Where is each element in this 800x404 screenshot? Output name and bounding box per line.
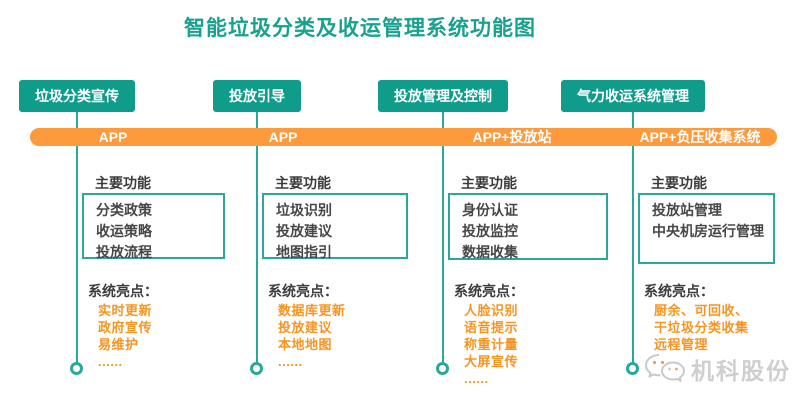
banner-segment-label: APP+投放站 [472,129,552,145]
column-header: 气力收运系统管理 [561,80,705,112]
highlight-item: 干垃圾分类收集 [654,320,749,335]
watermark: 机科股份 [644,352,791,386]
platform-banner: APP APP APP+投放站 APP+负压收集系统 [30,128,777,146]
functions-box: 垃圾识别 投放建议 地图指引 [262,193,408,260]
banner-segment-label: APP+负压收集系统 [639,129,761,145]
highlight-item: 称重计量 [464,337,519,352]
functions-label: 主要功能 [275,175,331,191]
functions-box: 身份认证 投放监控 数据收集 [448,193,608,260]
highlights-label: 系统亮点： [644,283,714,299]
banner-segment-label: APP [98,129,128,145]
highlight-item: 投放建议 [278,320,333,335]
diagram-title: 智能垃圾分类及收运管理系统功能图 [184,17,536,40]
connector-line [632,112,634,368]
line-end-dot [250,362,263,375]
function-item: 分类政策 [96,202,152,218]
connector-line [256,112,258,368]
function-item: 投放流程 [96,244,152,260]
highlight-item: 厨余、可回收、 [654,303,749,318]
highlight-item: ...... [98,354,123,369]
highlights-list: 实时更新 政府宣传 易维护 ...... [98,302,152,370]
functions-label: 主要功能 [651,175,707,191]
connector-line [76,112,78,368]
wechat-icon [645,354,685,382]
function-item: 收运策略 [96,223,152,239]
highlight-item: 本地地图 [278,337,333,352]
column-header: 投放引导 [213,80,301,112]
column-header: 投放管理及控制 [378,80,508,112]
highlight-item: 大屏宣传 [464,354,519,369]
highlights-label: 系统亮点： [268,283,338,299]
highlights-list: 厨余、可回收、 干垃圾分类收集 远程管理 [654,302,749,353]
functions-box: 分类政策 收运策略 投放流程 [82,193,225,260]
highlight-item: ...... [278,354,303,369]
highlight-item: 政府宣传 [98,320,153,335]
function-item: 中央机房运行管理 [652,223,764,239]
highlight-item: 远程管理 [654,337,709,352]
highlights-label: 系统亮点： [454,283,524,299]
function-item: 地图指引 [276,244,332,260]
highlight-item: 数据库更新 [278,303,346,318]
highlight-item: 易维护 [98,337,139,352]
functions-label: 主要功能 [95,175,151,191]
connector-line [442,112,444,368]
line-end-dot [626,362,639,375]
function-item: 数据收集 [462,244,518,260]
function-item: 投放站管理 [652,202,722,218]
highlight-item: 语音提示 [464,320,519,335]
function-item: 投放建议 [276,223,332,239]
highlights-label: 系统亮点： [88,283,158,299]
functions-label: 主要功能 [461,175,517,191]
column-header: 垃圾分类宣传 [19,80,135,112]
watermark-text: 机科股份 [691,358,791,384]
highlights-list: 数据库更新 投放建议 本地地图 ...... [278,302,346,370]
banner-segment-label: APP [268,129,298,145]
line-end-dot [70,362,83,375]
function-item: 身份认证 [462,202,518,218]
highlight-item: ...... [464,371,489,386]
function-item: 投放监控 [462,223,518,239]
highlight-item: 人脸识别 [464,303,519,318]
highlight-item: 实时更新 [98,303,153,318]
highlights-list: 人脸识别 语音提示 称重计量 大屏宣传 ...... [464,302,518,387]
functions-box: 投放站管理 中央机房运行管理 [638,193,775,264]
line-end-dot [436,362,449,375]
function-item: 垃圾识别 [276,202,332,218]
